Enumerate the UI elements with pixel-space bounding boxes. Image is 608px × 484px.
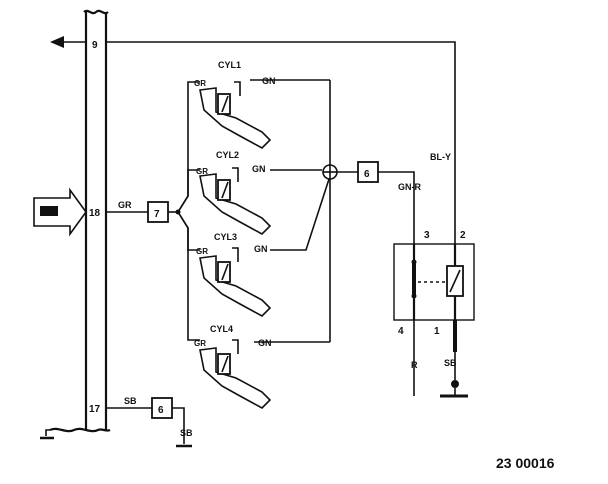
ecu-pin-9: 9 bbox=[92, 40, 98, 51]
injector-cyl2-return: GN bbox=[252, 164, 266, 174]
injector-cyl1-return: GN bbox=[262, 76, 276, 86]
injector-cyl2-label: CYL2 bbox=[216, 150, 239, 160]
wire-label-sb-relay: SB bbox=[444, 358, 457, 368]
ecu-pin-18: 18 bbox=[89, 208, 101, 219]
splice-fan bbox=[168, 81, 200, 341]
splice-connector-7-label: 7 bbox=[154, 209, 160, 220]
ecu-connector-bar bbox=[49, 9, 111, 433]
relay-pin-2: 2 bbox=[460, 230, 466, 241]
signal-out-arrow-icon bbox=[50, 36, 86, 48]
injector-cyl4: CYL4 GR GN bbox=[194, 324, 330, 409]
input-arrow-icon bbox=[33, 187, 87, 237]
relay-pin-1: 1 bbox=[434, 326, 440, 337]
wire-label-gn-r: GN-R bbox=[398, 182, 421, 192]
wire-label-r: R bbox=[411, 360, 418, 370]
wire-label-sb-ground: SB bbox=[180, 428, 193, 438]
wire-label-bl-y: BL-Y bbox=[430, 152, 451, 162]
wire-pin9-to-relay bbox=[106, 41, 456, 244]
injector-cyl3-label: CYL3 bbox=[214, 232, 237, 242]
injector-cyl2-supply: GR bbox=[196, 167, 208, 176]
wire-label-sb-ecu: SB bbox=[124, 396, 137, 406]
return-connector-6-label: 6 bbox=[364, 169, 370, 180]
injector-cyl2: CYL2 GR GN bbox=[196, 150, 322, 235]
relay: 3 2 4 1 bbox=[393, 230, 475, 337]
relay-pin-4: 4 bbox=[398, 326, 404, 337]
injector-cyl1-label: CYL1 bbox=[218, 60, 241, 70]
wire-conn6-to-relay bbox=[378, 171, 415, 244]
injector-cyl4-supply: GR bbox=[194, 339, 206, 348]
wire-ecu-ground bbox=[45, 429, 50, 436]
injector-cyl4-return: GN bbox=[258, 338, 272, 348]
injector-cyl1: CYL1 GR GN bbox=[194, 60, 330, 149]
injector-cyl3-return: GN bbox=[254, 244, 268, 254]
ground-connector-6-label: 6 bbox=[158, 405, 164, 416]
ground-icon-relay bbox=[440, 380, 468, 398]
relay-pin-3: 3 bbox=[424, 230, 430, 241]
injector-cyl3-supply: GR bbox=[196, 247, 208, 256]
injector-cyl1-supply: GR bbox=[194, 79, 206, 88]
junction-icon bbox=[322, 164, 338, 180]
injector-cyl3: CYL3 GR GN bbox=[196, 175, 331, 317]
diagram-reference-number: 23 00016 bbox=[496, 455, 555, 471]
wire-conn6-to-ground bbox=[172, 407, 185, 444]
wire-label-gr: GR bbox=[118, 200, 132, 210]
ecu-pin-17: 17 bbox=[89, 404, 101, 415]
injector-cyl4-label: CYL4 bbox=[210, 324, 233, 334]
